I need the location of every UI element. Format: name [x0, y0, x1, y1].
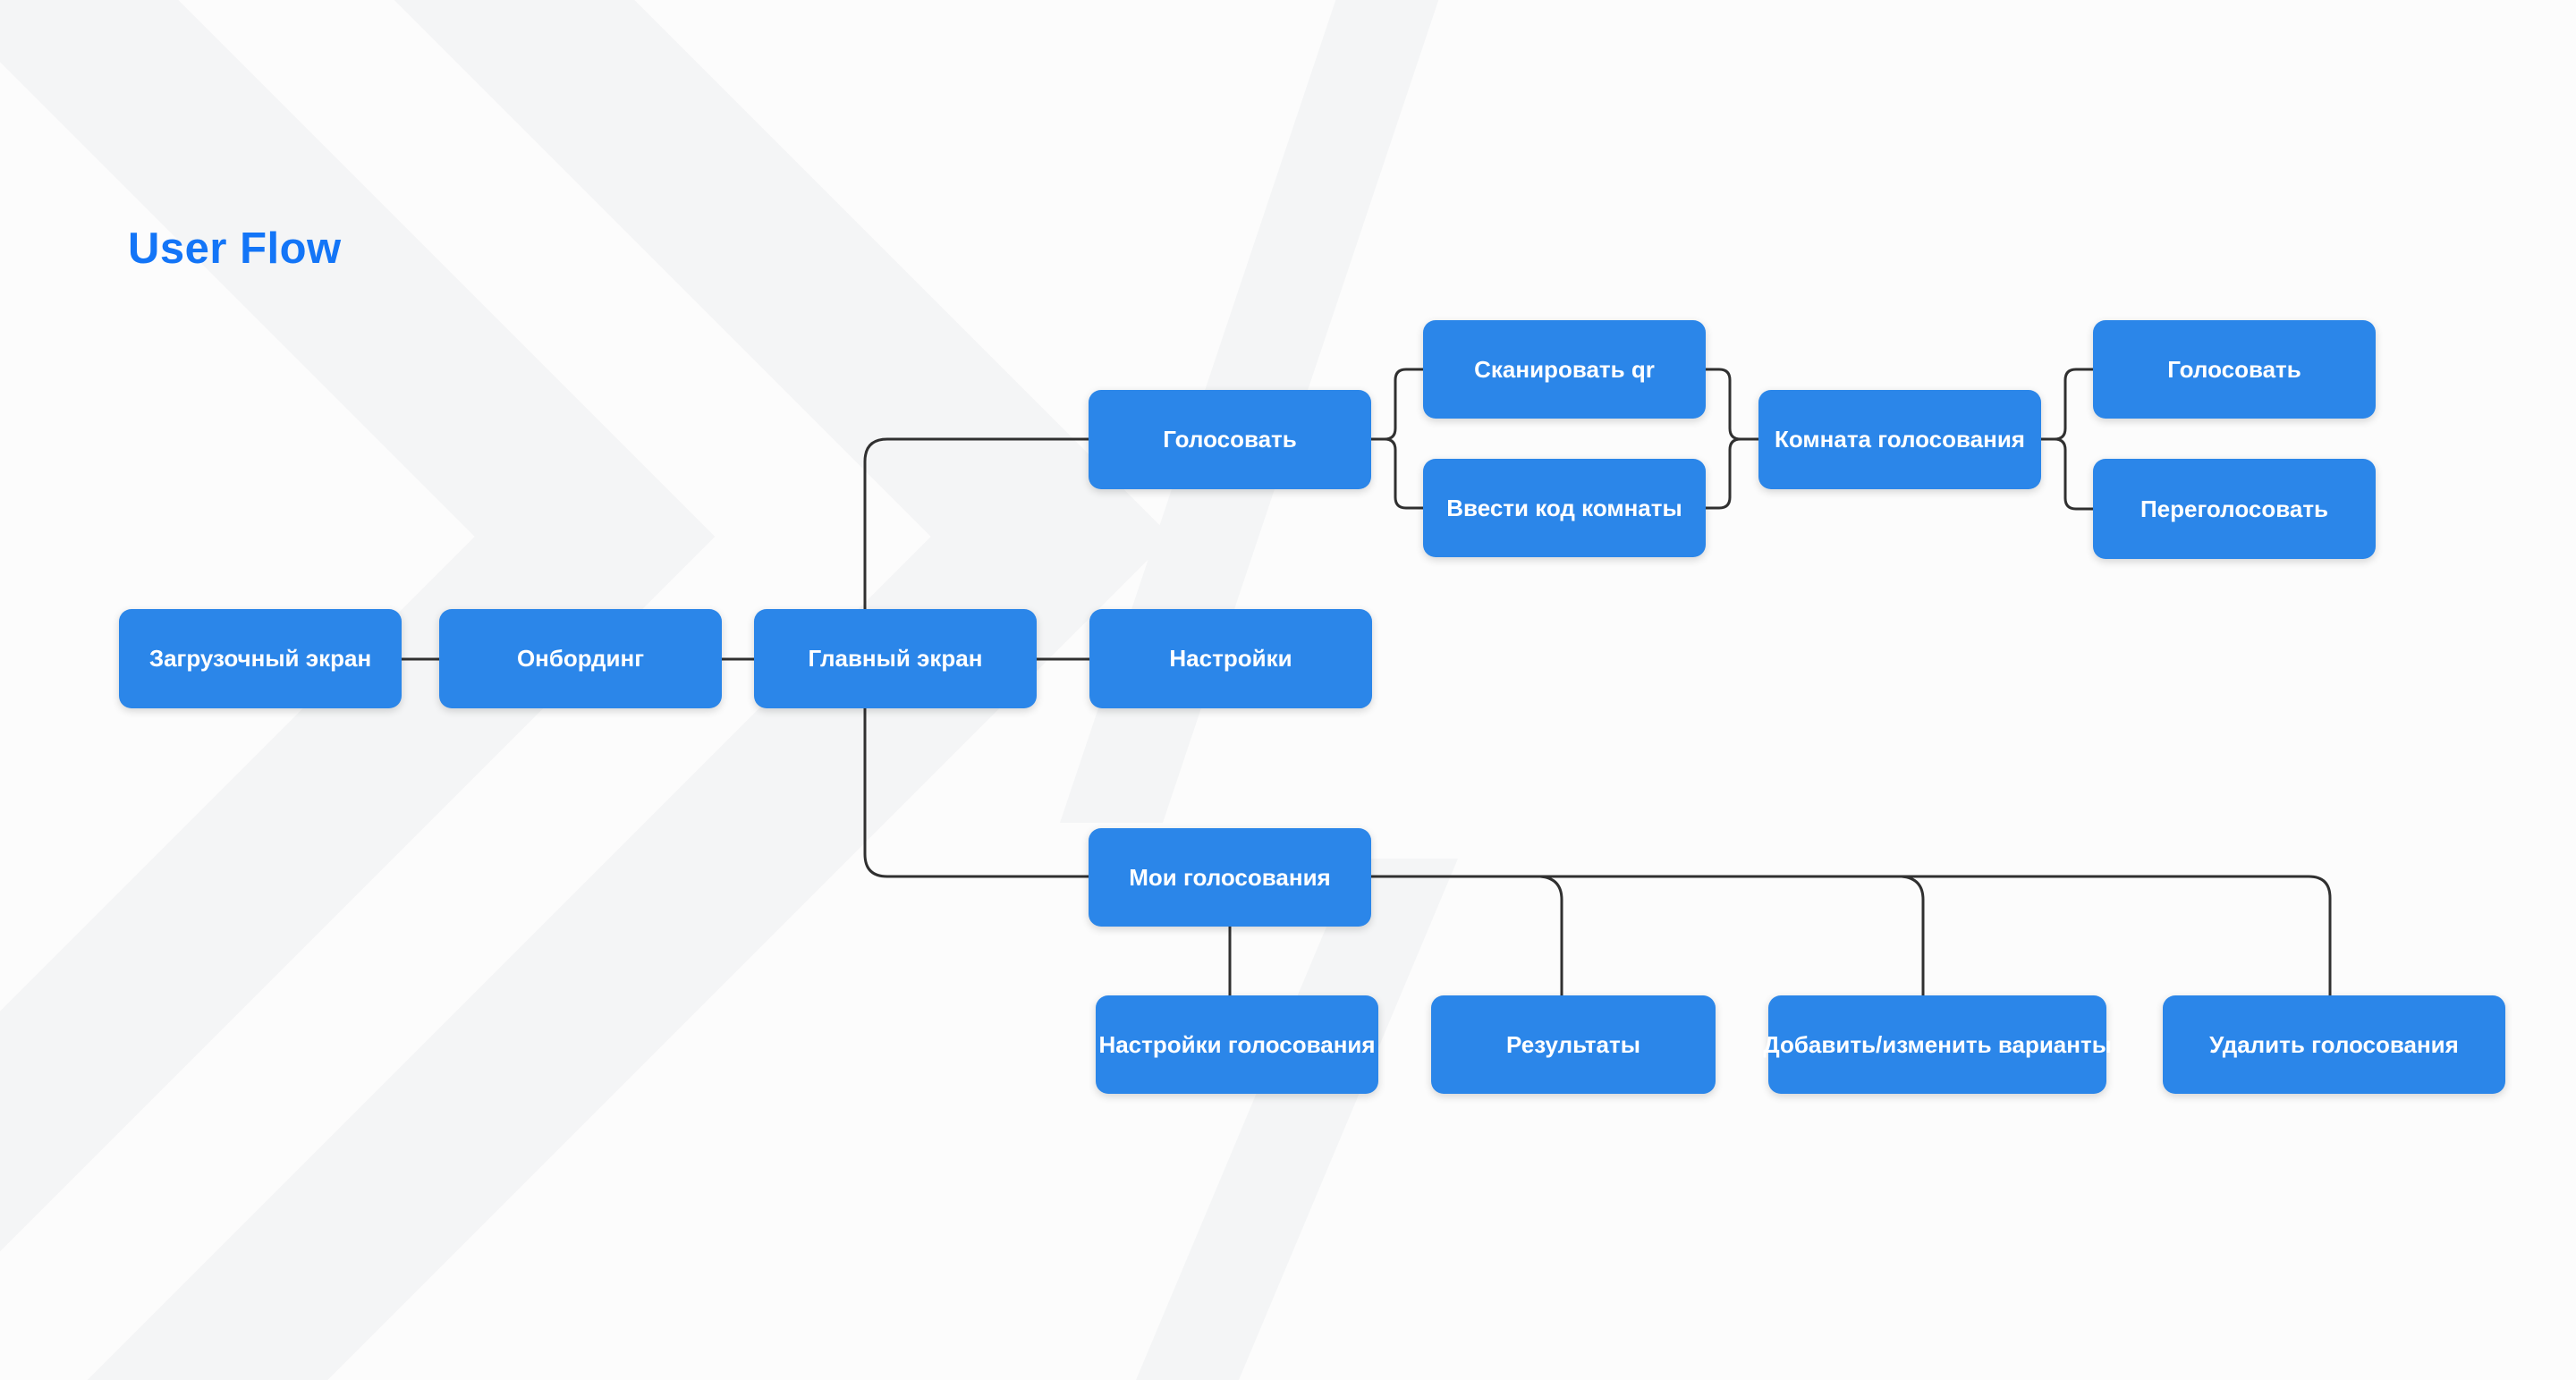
node-label: Загрузочный экран	[148, 645, 372, 672]
chevron-band-icon	[87, 0, 1172, 1380]
connector-my-votes-delete-votes	[1371, 875, 2332, 995]
node-voting-room[interactable]: Комната голосования	[1758, 390, 2041, 489]
node-label: Ввести код комнаты	[1446, 494, 1682, 521]
node-label: Переголосовать	[2140, 495, 2329, 522]
diagonal-band-icon	[1136, 859, 1458, 1380]
connector-scan-qr-voting-room	[1706, 368, 1758, 441]
connector-voting-room-revote	[2041, 437, 2093, 511]
node-onboarding[interactable]: Онбординг	[439, 609, 722, 708]
node-label: Мои голосования	[1129, 863, 1331, 891]
node-vote[interactable]: Голосовать	[1089, 390, 1371, 489]
connector-my-votes-results	[1539, 875, 1563, 995]
connector-vote-enter-room-code	[1371, 437, 1423, 510]
node-label: Сканировать qr	[1474, 355, 1655, 383]
node-splash[interactable]: Загрузочный экран	[119, 609, 402, 708]
node-results[interactable]: Результаты	[1431, 995, 1716, 1094]
node-delete-votes[interactable]: Удалить голосования	[2163, 995, 2505, 1094]
page-title: User Flow	[128, 224, 342, 273]
connector-vote-scan-qr	[1371, 368, 1423, 441]
chevron-band-icon	[0, 0, 716, 1252]
node-revote[interactable]: Переголосовать	[2093, 459, 2376, 559]
node-label: Главный экран	[808, 645, 983, 672]
node-label: Добавить/изменить варианты	[1763, 1030, 2112, 1058]
node-label: Настройки	[1169, 645, 1292, 672]
node-vote-settings[interactable]: Настройки голосования	[1096, 995, 1378, 1094]
node-label: Настройки голосования	[1098, 1030, 1376, 1058]
connector-home-my-votes	[863, 708, 1089, 878]
node-scan-qr[interactable]: Сканировать qr	[1423, 320, 1706, 419]
connector-my-votes-add-edit-options	[1901, 875, 1925, 995]
node-label: Голосовать	[1163, 426, 1297, 453]
node-my-votes[interactable]: Мои голосования	[1089, 828, 1371, 927]
node-add-edit-options[interactable]: Добавить/изменить варианты	[1763, 995, 2112, 1094]
node-label: Голосовать	[2167, 355, 2301, 383]
connector-voting-room-vote-in-room	[2041, 368, 2093, 441]
node-home[interactable]: Главный экран	[754, 609, 1037, 708]
node-vote-in-room[interactable]: Голосовать	[2093, 320, 2376, 419]
node-label: Удалить голосования	[2209, 1030, 2459, 1058]
node-label: Онбординг	[516, 645, 645, 672]
connector-home-vote	[863, 437, 1089, 609]
node-enter-room-code[interactable]: Ввести код комнаты	[1423, 459, 1706, 557]
node-label: Комната голосования	[1775, 426, 2025, 453]
node-label: Результаты	[1506, 1030, 1640, 1058]
node-settings[interactable]: Настройки	[1089, 609, 1372, 708]
connector-enter-room-code-voting-room	[1706, 437, 1758, 510]
